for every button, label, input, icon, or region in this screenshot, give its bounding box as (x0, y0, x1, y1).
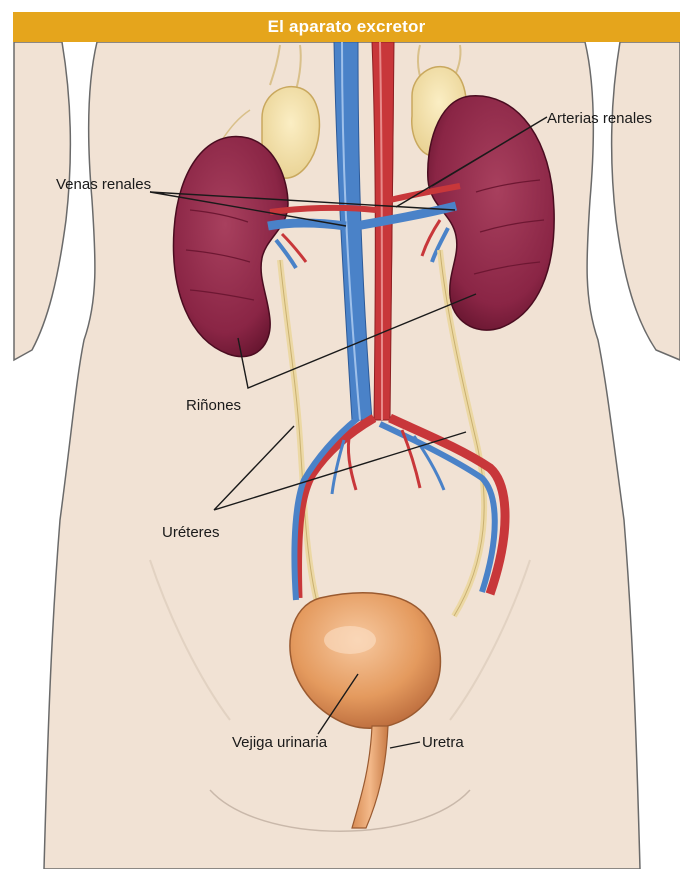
diagram-title: El aparato excretor (13, 12, 680, 42)
label-vejiga-urinaria: Vejiga urinaria (232, 734, 327, 752)
label-arterias-renales: Arterias renales (547, 110, 652, 128)
label-ureteres: Uréteres (162, 524, 220, 542)
aorta (372, 42, 394, 420)
label-rinones: Riñones (186, 397, 241, 415)
label-uretra: Uretra (422, 734, 464, 752)
label-venas-renales: Venas renales (56, 176, 151, 194)
